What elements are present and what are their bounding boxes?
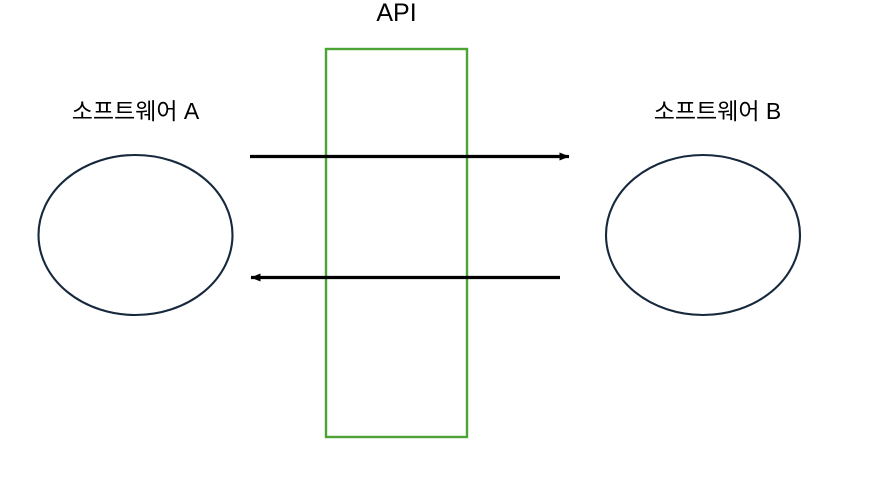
software-b-ellipse (604, 153, 802, 317)
software-b-label: 소프트웨어 B (653, 98, 782, 124)
api-boundary-label: API (376, 0, 417, 27)
software-a-ellipse (37, 153, 234, 317)
api-boundary-rect (324, 47, 469, 439)
software-a-label: 소프트웨어 A (71, 98, 200, 124)
